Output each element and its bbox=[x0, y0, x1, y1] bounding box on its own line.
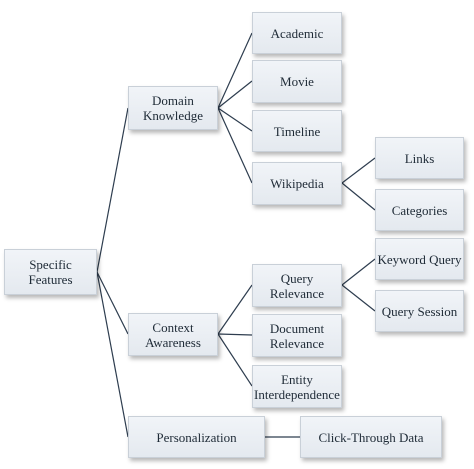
edge-context-entity-interdependence bbox=[217, 333, 253, 387]
edge-domain-timeline bbox=[217, 107, 253, 132]
edge-specific-personalization bbox=[96, 271, 129, 438]
node-domain-knowledge: Domain Knowledge bbox=[128, 86, 218, 130]
node-keyword-query: Keyword Query bbox=[375, 238, 464, 280]
node-timeline: Timeline bbox=[252, 110, 342, 152]
node-specific-features: Specific Features bbox=[4, 249, 97, 295]
edge-specific-context bbox=[96, 271, 129, 335]
edge-domain-wikipedia bbox=[217, 107, 253, 184]
node-wikipedia: Wikipedia bbox=[252, 162, 342, 205]
node-query-session: Query Session bbox=[375, 290, 464, 332]
edge-specific-domain bbox=[96, 107, 129, 273]
node-links: Links bbox=[375, 137, 464, 179]
edge-context-document-relevance bbox=[217, 333, 253, 336]
node-query-relevance: Query Relevance bbox=[252, 264, 342, 307]
node-categories: Categories bbox=[375, 189, 464, 231]
edge-wikipedia-links bbox=[341, 157, 376, 184]
node-context-awareness: Context Awareness bbox=[128, 313, 218, 356]
edge-context-query-relevance bbox=[217, 284, 253, 335]
edge-query-relevance-session bbox=[341, 284, 376, 312]
node-document-relevance: Document Relevance bbox=[252, 314, 342, 357]
node-click-through-data: Click-Through Data bbox=[300, 416, 442, 458]
node-movie: Movie bbox=[252, 60, 342, 103]
node-entity-interdependence: Entity Interdependence bbox=[252, 365, 342, 408]
edge-query-relevance-keyword bbox=[341, 258, 376, 286]
edge-wikipedia-categories bbox=[341, 182, 376, 211]
edge-domain-academic bbox=[217, 32, 253, 109]
node-personalization: Personalization bbox=[128, 416, 265, 458]
node-academic: Academic bbox=[252, 12, 342, 54]
edge-domain-movie bbox=[217, 80, 253, 109]
